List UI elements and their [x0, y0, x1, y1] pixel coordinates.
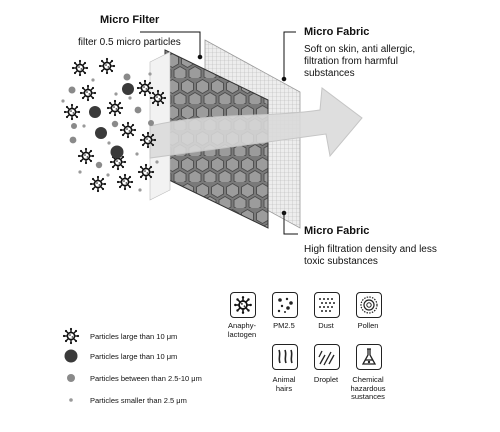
animal-hairs-icon	[272, 344, 298, 370]
micro-fabric-top-line-2: filtration from harmful	[304, 56, 398, 67]
pm25-icon	[272, 292, 298, 318]
particle-cloud	[61, 57, 167, 193]
pollen-label: Pollen	[357, 321, 379, 330]
dust-icon	[314, 292, 340, 318]
micro-fabric-bottom-line-2: toxic substances	[304, 256, 378, 267]
leader-micro-filter	[140, 31, 201, 56]
leader-micro-fabric-top	[283, 31, 296, 78]
chemical-label-line-3: sustances	[351, 392, 385, 401]
anaphylactogen-label-line-1: Anaphy-	[228, 321, 256, 330]
dust-label: Dust	[318, 321, 334, 330]
large-dot-icon	[62, 348, 80, 364]
micro-fabric-top-desc: Soft on skin, anti allergic, filtration …	[304, 44, 415, 80]
legend-item-virus: Particles large than 10 μm	[62, 327, 178, 345]
airflow-arrow	[149, 87, 363, 159]
legend-label: Particles smaller than 2.5 μm	[90, 395, 187, 405]
chemical-label-line-1: Chemical	[352, 375, 384, 384]
medium-dot-icon	[62, 370, 80, 386]
micro-filter-title: Micro Filter	[100, 14, 160, 26]
micro-fabric-top-line-1: Soft on skin, anti allergic,	[304, 44, 416, 55]
leader-micro-fabric-bottom	[283, 214, 298, 235]
chemical-icon	[356, 344, 382, 370]
small-dot-icon	[62, 392, 80, 408]
virus-icon	[62, 327, 80, 345]
legend-item-large-dot: Particles large than 10 μm	[62, 348, 177, 364]
legend-label: Particles between than 2.5-10 μm	[90, 373, 202, 383]
anaphylactogen-label-line-2: lactogen	[227, 329, 257, 339]
micro-fabric-bottom-desc: High filtration density and less toxic s…	[304, 244, 437, 268]
animal-hairs-label: Animal hairs	[249, 375, 319, 393]
anaphylactogen-icon	[230, 292, 256, 318]
animal-hairs-label-line-2: hairs	[275, 383, 293, 393]
micro-fabric-top-line-3: substances	[304, 68, 355, 79]
droplet-label: Droplet	[313, 375, 339, 384]
micro-fabric-top-title: Micro Fabric	[304, 26, 370, 38]
micro-filter-desc: filter 0.5 micro particles	[78, 37, 181, 48]
chemical-label: Chemical hazardous sustances	[333, 375, 403, 402]
micro-fabric-bottom-line-1: High filtration density and less	[304, 244, 437, 255]
pm25-label: PM2.5	[273, 321, 295, 330]
legend-item-medium-dot: Particles between than 2.5-10 μm	[62, 370, 202, 386]
anaphylactogen-label: Anaphy- lactogen	[207, 321, 277, 339]
animal-hairs-label-line-1: Animal	[272, 375, 296, 384]
droplet-icon	[314, 344, 340, 370]
chemical-label-line-2: hazardous	[350, 383, 386, 393]
legend-label: Particles large than 10 μm	[90, 331, 178, 341]
legend-label: Particles large than 10 μm	[90, 351, 178, 361]
micro-fabric-bottom-title: Micro Fabric	[304, 225, 370, 237]
legend-item-small-dot: Particles smaller than 2.5 μm	[62, 392, 187, 408]
pollen-icon	[356, 292, 382, 318]
